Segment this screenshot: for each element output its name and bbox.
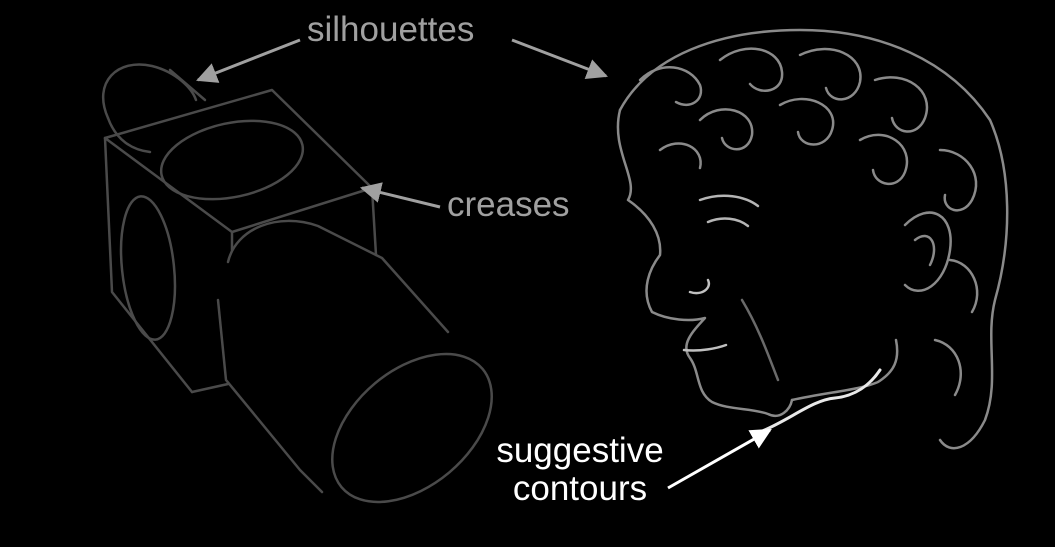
silhouettes-label: silhouettes bbox=[307, 11, 474, 49]
hair-curl-10 bbox=[950, 260, 977, 312]
back-cylinder-silhouette bbox=[103, 64, 196, 118]
front-cylinder-bottom bbox=[218, 300, 322, 492]
hair-curl-1 bbox=[640, 67, 701, 105]
ear-contour bbox=[905, 213, 951, 291]
head-drawing bbox=[618, 30, 1007, 448]
cheek-fold bbox=[742, 300, 778, 380]
cube-side-hole bbox=[115, 194, 182, 343]
back-cylinder-side bbox=[170, 70, 205, 100]
ear-inner bbox=[915, 236, 934, 265]
hair-curl-7 bbox=[860, 135, 907, 184]
eyebrow bbox=[700, 196, 758, 206]
hair-curl-9 bbox=[660, 143, 701, 168]
creases-label: creases bbox=[447, 186, 570, 224]
back-of-head-silhouette bbox=[620, 30, 1007, 448]
cube-left-edge bbox=[105, 138, 192, 392]
eye bbox=[708, 219, 748, 226]
hair-curl-8 bbox=[940, 150, 976, 210]
silhouettes-arrow-right bbox=[512, 40, 606, 76]
silhouettes-arrow-left bbox=[198, 40, 300, 80]
nostril bbox=[690, 280, 709, 293]
mechanical-part-drawing bbox=[103, 64, 520, 531]
cube-bottom-edge bbox=[192, 384, 228, 392]
hair-curl-5 bbox=[700, 109, 752, 149]
cube-right-edge bbox=[372, 188, 376, 255]
hair-curl-11 bbox=[935, 340, 961, 395]
face-profile-silhouette bbox=[618, 110, 792, 416]
suggestive-contours-label-line2: contours bbox=[470, 470, 690, 508]
suggestive-contours-label: suggestive contours bbox=[470, 432, 690, 508]
cube-top-hole bbox=[154, 109, 310, 211]
front-cylinder-top bbox=[228, 221, 448, 332]
hair-curl-2 bbox=[720, 49, 782, 91]
hair-curl-6 bbox=[780, 99, 833, 144]
hair-curl-3 bbox=[800, 49, 860, 99]
mouth bbox=[684, 345, 726, 351]
cube-top-face bbox=[105, 90, 372, 232]
hair-curl-4 bbox=[875, 77, 927, 131]
suggestive-contours-label-line1: suggestive bbox=[470, 432, 690, 470]
